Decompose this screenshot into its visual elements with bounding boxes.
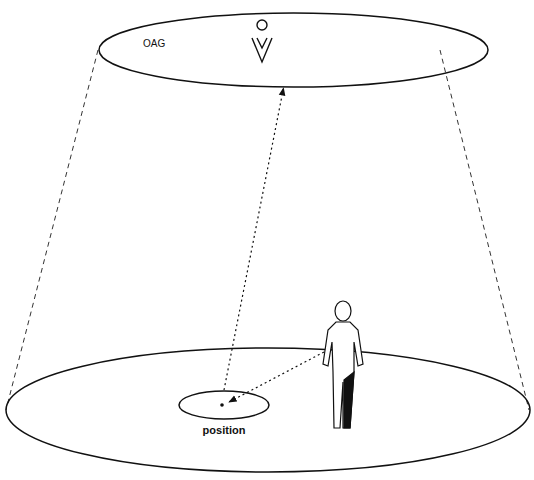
- ellipse-outline: [178, 390, 270, 420]
- position-ellipse: position: [178, 390, 270, 438]
- dotted-arrow: [224, 88, 284, 390]
- leader-arrow: [229, 352, 324, 402]
- person-figure: [323, 301, 363, 428]
- position-dot: [220, 403, 224, 407]
- node-label: position: [178, 424, 270, 436]
- node-label: OAG: [143, 38, 534, 49]
- cone-edge: [6, 50, 98, 410]
- ellipse-shape: [179, 391, 269, 419]
- ellipse-shape: [99, 13, 488, 87]
- connectors: [224, 88, 284, 390]
- cone-edge: [440, 50, 529, 410]
- oag-ellipse: OAG: [98, 12, 489, 88]
- agent-icon: [252, 20, 272, 62]
- ellipse-outline: [98, 12, 489, 88]
- ground-ellipse: [6, 348, 530, 472]
